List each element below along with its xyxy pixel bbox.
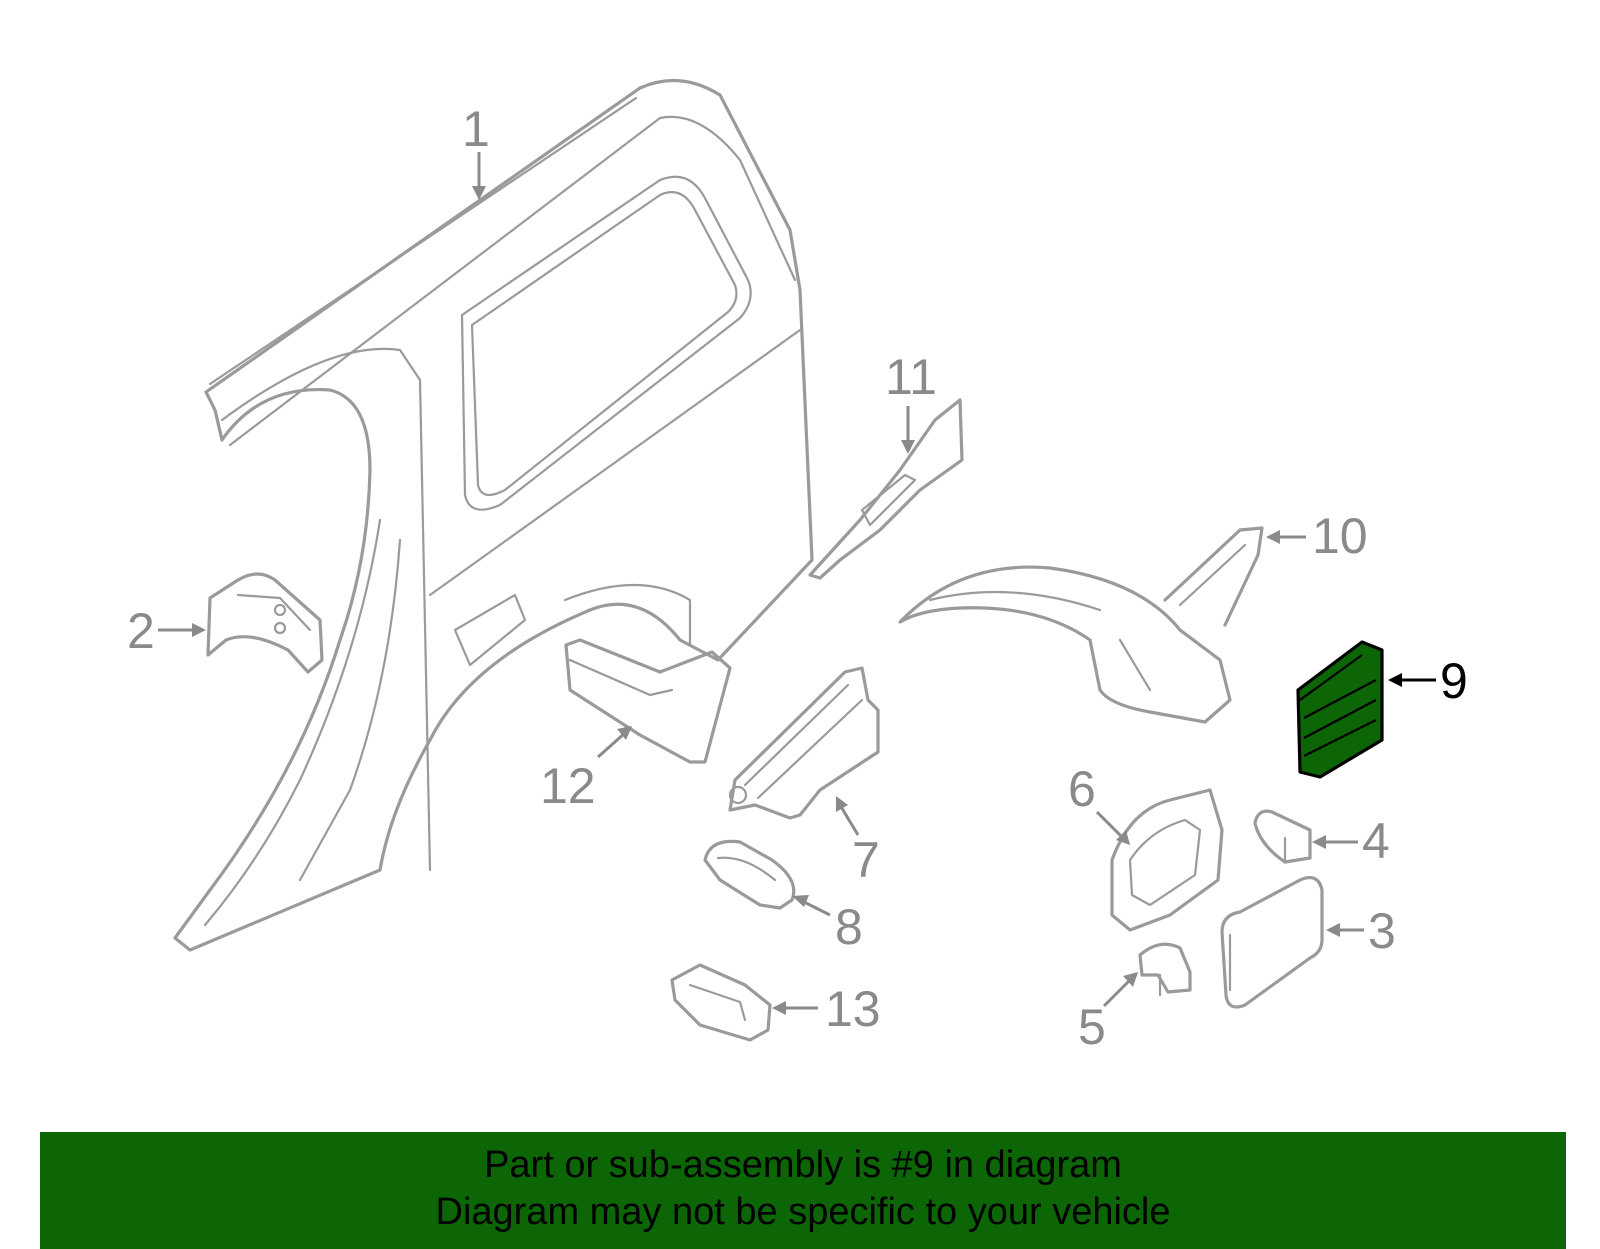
callout-11-label: 11 (885, 349, 937, 405)
banner-line-2: Diagram may not be specific to your vehi… (435, 1191, 1171, 1233)
callout-10-label: 10 (1312, 508, 1368, 564)
callout-4[interactable]: 4 (1312, 813, 1390, 869)
callout-11[interactable]: 11 (885, 349, 937, 454)
callout-5-label: 5 (1078, 999, 1106, 1055)
callout-9-label: 9 (1440, 653, 1468, 709)
callout-6-label: 6 (1068, 761, 1096, 817)
info-banner: Part or sub-assembly is #9 in diagram Di… (40, 1132, 1566, 1249)
part-7-filler-housing[interactable] (728, 666, 880, 820)
callout-1-arrowhead (472, 186, 486, 200)
callout-10[interactable]: 10 (1266, 508, 1368, 564)
callout-5-arrowhead (1123, 972, 1138, 987)
parts-diagram: 1 2 11 12 7 (127, 78, 1468, 1055)
part-9-highlighted[interactable] (1296, 640, 1384, 779)
callout-7[interactable]: 7 (836, 796, 880, 888)
callout-9-arrowhead (1388, 673, 1402, 687)
part-1-quarter-panel[interactable] (173, 78, 814, 952)
callout-13-arrowhead (772, 1001, 786, 1015)
callout-12-label: 12 (540, 758, 596, 814)
callout-5[interactable]: 5 (1078, 972, 1138, 1055)
callout-4-label: 4 (1362, 813, 1390, 869)
callout-12[interactable]: 12 (540, 726, 632, 814)
callout-10-arrowhead (1266, 530, 1280, 544)
callout-3[interactable]: 3 (1326, 903, 1396, 959)
callout-8-label: 8 (835, 899, 863, 955)
callout-5-leader (1102, 978, 1132, 1008)
callout-13[interactable]: 13 (772, 981, 881, 1037)
part-10-wheelhouse-liner[interactable] (898, 526, 1264, 724)
part-6-filler-pocket[interactable] (1110, 788, 1224, 932)
callout-3-label: 3 (1368, 903, 1396, 959)
callout-13-label: 13 (825, 981, 881, 1037)
callout-7-label: 7 (852, 832, 880, 888)
callout-8-arrowhead (792, 895, 809, 907)
part-11-reinforcement[interactable] (808, 398, 964, 580)
banner-line-1: Part or sub-assembly is #9 in diagram (484, 1144, 1122, 1186)
callout-4-arrowhead (1312, 835, 1326, 849)
callout-6-leader (1095, 810, 1124, 839)
callout-12-leader (597, 731, 626, 759)
part-13-clip[interactable] (670, 963, 772, 1042)
callout-6[interactable]: 6 (1068, 761, 1130, 845)
callout-1[interactable]: 1 (462, 101, 490, 200)
part-4-hinge[interactable] (1253, 809, 1312, 864)
callout-11-arrowhead (901, 440, 915, 454)
callout-2[interactable]: 2 (127, 603, 206, 659)
callout-7-leader (838, 804, 860, 836)
callout-9[interactable]: 9 (1388, 653, 1468, 709)
callout-6-arrowhead (1116, 830, 1130, 845)
part-8-ring[interactable] (703, 839, 796, 910)
callout-8[interactable]: 8 (792, 895, 863, 955)
part-2-bracket[interactable] (206, 572, 324, 674)
callout-2-arrowhead (192, 623, 206, 637)
callout-3-arrowhead (1326, 923, 1340, 937)
part-12-extension[interactable] (563, 583, 732, 764)
callout-7-arrowhead (836, 796, 848, 812)
part-5-clip[interactable] (1138, 942, 1192, 997)
callout-1-label: 1 (462, 101, 490, 157)
part-3-fuel-door[interactable] (1220, 876, 1324, 1009)
callout-2-label: 2 (127, 603, 155, 659)
callout-12-arrowhead (617, 726, 632, 740)
